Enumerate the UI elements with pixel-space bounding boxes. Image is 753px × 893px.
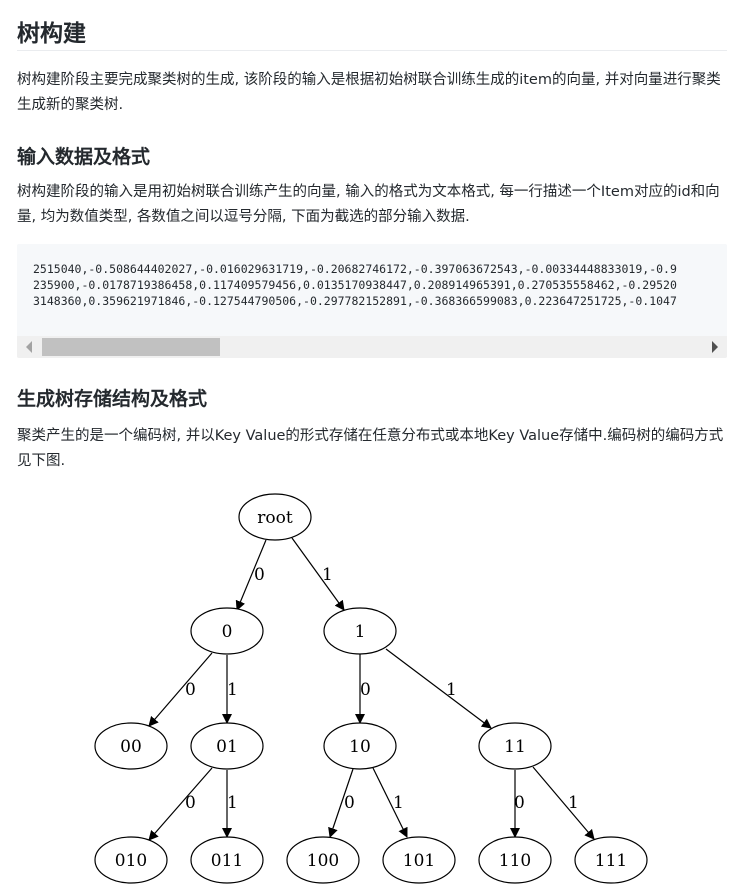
input-section-heading: 输入数据及格式 (17, 146, 151, 168)
tree-edge (148, 767, 213, 841)
node-label: 10 (349, 737, 371, 757)
scroll-left-arrow-icon[interactable] (26, 341, 32, 353)
tree-node (190, 722, 264, 770)
tree-node (238, 493, 312, 541)
code-content: 2515040,-0.508644402027,-0.016029631719,… (17, 244, 727, 309)
tree-node (94, 836, 168, 884)
node-label: 11 (504, 737, 526, 757)
tree-edge (291, 537, 345, 611)
scroll-right-arrow-icon[interactable] (712, 341, 718, 353)
encoding-tree-diagram: 0 1 0 1 0 1 0 1 0 1 0 1 root 0 1 00 01 1… (94, 493, 648, 884)
tree-node (286, 836, 360, 884)
edge-label: 0 (360, 680, 371, 700)
horizontal-scrollbar[interactable] (17, 336, 727, 358)
tree-edge (328, 768, 354, 838)
document-page: 树构建 (0, 0, 727, 51)
tree-edge (235, 539, 267, 611)
edge-label: 0 (514, 793, 525, 813)
code-line: 235900,-0.0178719386458,0.117409579456,0… (33, 278, 677, 292)
node-label: 010 (115, 851, 147, 871)
storage-section-heading: 生成树存储结构及格式 (17, 388, 208, 410)
tree-node (323, 607, 397, 655)
tree-edge (372, 767, 408, 838)
tree-edge (385, 648, 492, 729)
tree-edge (532, 766, 595, 840)
tree-node (478, 722, 552, 770)
edge-label: 1 (446, 680, 457, 700)
tree-node (323, 722, 397, 770)
scrollbar-thumb[interactable] (42, 338, 220, 356)
intro-paragraph: 树构建阶段主要完成聚类树的生成, 该阶段的输入是根据初始树联合训练生成的item… (17, 72, 721, 113)
edge-label: 1 (227, 680, 238, 700)
edge-label: 1 (568, 793, 579, 813)
edge-label: 1 (227, 793, 238, 813)
node-label: 1 (355, 622, 366, 642)
tree-node (94, 722, 168, 770)
node-label: 111 (595, 851, 627, 871)
edge-label: 1 (322, 565, 333, 585)
page-title: 树构建 (17, 0, 727, 51)
tree-node (190, 836, 264, 884)
code-block: 2515040,-0.508644402027,-0.016029631719,… (17, 244, 727, 358)
tree-node (382, 836, 456, 884)
node-label: 101 (403, 851, 435, 871)
tree-node (190, 607, 264, 655)
node-label: 100 (307, 851, 339, 871)
edge-label: 0 (344, 793, 355, 813)
storage-description-paragraph: 聚类产生的是一个编码树, 并以Key Value的形式存储在任意分布式或本地Ke… (17, 428, 724, 469)
code-line: 3148360,0.359621971846,-0.127544790506,-… (33, 294, 677, 308)
tree-edge (148, 652, 213, 727)
node-label: 0 (222, 622, 233, 642)
tree-node (574, 836, 648, 884)
edge-label: 1 (393, 793, 404, 813)
tree-node (478, 836, 552, 884)
edge-label: 0 (185, 680, 196, 700)
code-line: 2515040,-0.508644402027,-0.016029631719,… (33, 262, 677, 276)
input-description-paragraph: 树构建阶段的输入是用初始树联合训练产生的向量, 输入的格式为文本格式, 每一行描… (17, 184, 720, 225)
edge-label: 0 (254, 565, 265, 585)
node-label: 110 (499, 851, 531, 871)
node-label: root (257, 508, 293, 528)
node-label: 01 (216, 737, 238, 757)
edge-label: 0 (185, 793, 196, 813)
node-label: 00 (120, 737, 142, 757)
node-label: 011 (211, 851, 243, 871)
